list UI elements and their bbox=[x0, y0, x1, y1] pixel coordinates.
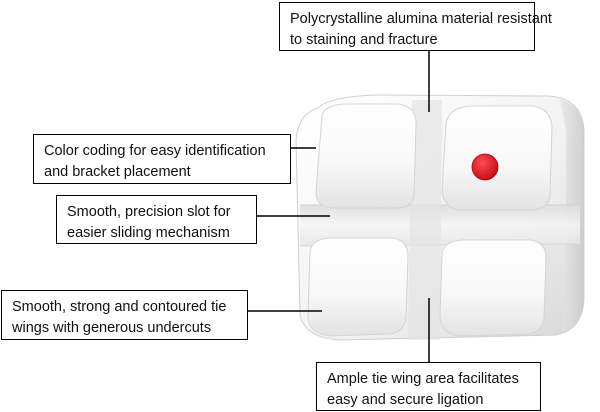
color-coding-dot bbox=[471, 153, 499, 181]
tie-wing-lower-right bbox=[439, 239, 547, 337]
callout-color-coding-line1: Color coding for easy identification bbox=[44, 143, 266, 159]
callout-material: Polycrystalline alumina material resista… bbox=[279, 2, 552, 51]
callout-tie-wings: Smooth, strong and contoured tie wings w… bbox=[1, 290, 248, 340]
callout-ligation-line1: Ample tie wing area facilitates bbox=[327, 371, 519, 387]
callout-slot-line1: Smooth, precision slot for bbox=[67, 204, 231, 220]
callout-slot: Smooth, precision slot for easier slidin… bbox=[56, 195, 257, 244]
callout-slot-line2: easier sliding mechanism bbox=[67, 225, 230, 241]
callout-material-line1: Polycrystalline alumina material resista… bbox=[290, 11, 552, 27]
tie-wing-upper-right bbox=[441, 105, 553, 211]
callout-tie-wings-line1: Smooth, strong and contoured tie bbox=[12, 299, 227, 315]
callout-tie-wings-line2: wings with generous undercuts bbox=[12, 320, 212, 336]
callout-ligation-line2: easy and secure ligation bbox=[327, 392, 484, 408]
callout-material-line2: to staining and fracture bbox=[290, 32, 438, 48]
tie-wing-lower-left bbox=[307, 237, 409, 337]
callout-color-coding: Color coding for easy identification and… bbox=[33, 134, 291, 184]
callout-color-coding-line2: and bracket placement bbox=[44, 164, 191, 180]
leader-lines bbox=[248, 51, 430, 362]
callout-ligation: Ample tie wing area facilitates easy and… bbox=[316, 362, 541, 411]
tie-wing-upper-left bbox=[315, 103, 417, 209]
